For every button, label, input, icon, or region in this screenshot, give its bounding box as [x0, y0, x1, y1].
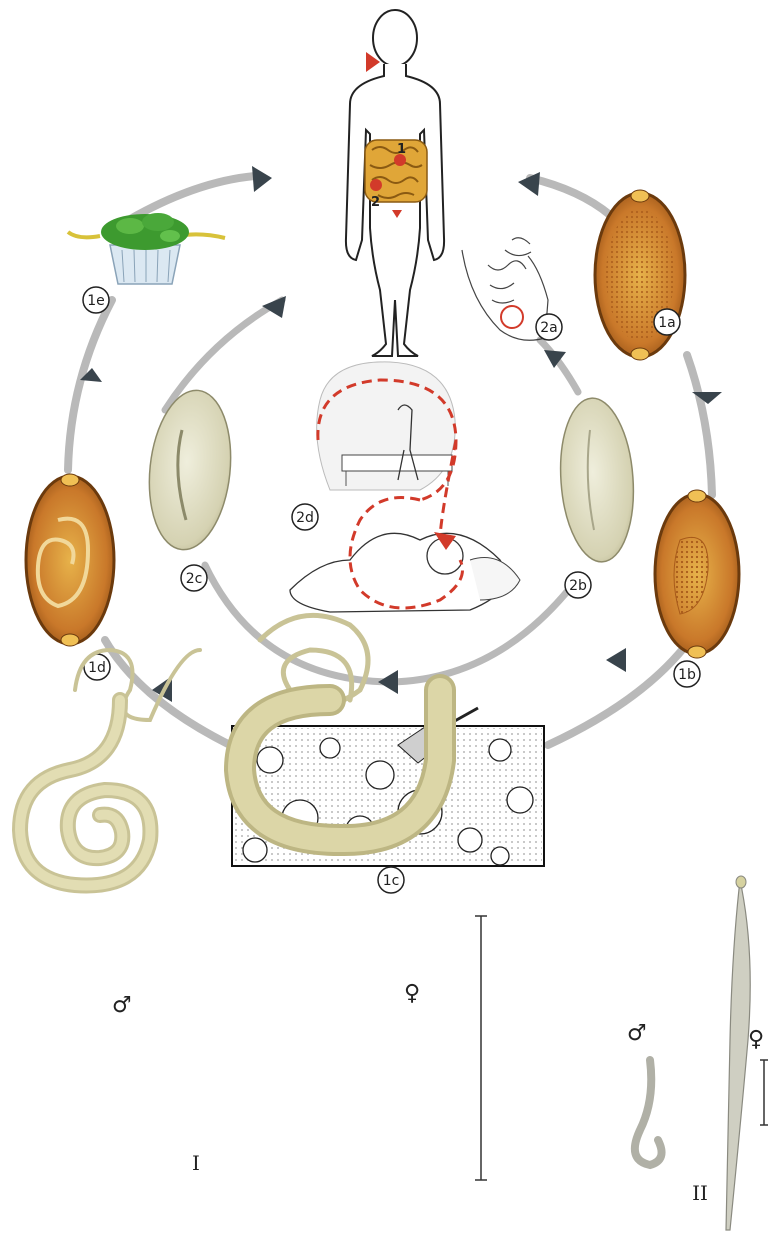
- head: [373, 10, 417, 66]
- arc-2a-to-2b: [540, 340, 578, 392]
- arc-1d-to-1e: [68, 300, 112, 470]
- stage-label-1c: 1c: [378, 867, 404, 893]
- species-I-male-worm: [20, 650, 200, 885]
- svg-text:1b: 1b: [678, 667, 696, 683]
- species-II-male-symbol: ♂: [627, 1021, 647, 1046]
- perianal-sketch: [462, 238, 548, 340]
- species-I-male-symbol: ♂: [112, 993, 132, 1018]
- svg-text:2b: 2b: [569, 578, 587, 594]
- egg-1b: [655, 490, 739, 658]
- species-II-female-worm: [726, 876, 750, 1230]
- arrowhead: [606, 648, 626, 672]
- arrowhead: [378, 670, 398, 694]
- svg-text:1c: 1c: [383, 873, 400, 889]
- arc-host-to-1a: [530, 178, 610, 215]
- species-II-male-worm: [635, 1060, 662, 1165]
- svg-text:1e: 1e: [87, 293, 105, 309]
- stage-label-2b: 2b: [565, 572, 591, 598]
- perianal-highlight: [501, 306, 523, 328]
- species-II-numeral: II: [692, 1181, 708, 1205]
- species-I-female-symbol: ♀: [404, 981, 420, 1006]
- svg-text:1a: 1a: [658, 315, 676, 331]
- stage-label-2a: 2a: [536, 314, 562, 340]
- stage-label-1e: 1e: [83, 287, 109, 313]
- egg-2b: [555, 396, 638, 565]
- marker-1-label: 1: [397, 142, 406, 157]
- egg-1d: [26, 474, 114, 646]
- stage-label-2d: 2d: [292, 504, 318, 530]
- egg-2c: [142, 386, 238, 553]
- site-marker-2: [370, 179, 382, 191]
- stage-label-1a: 1a: [654, 309, 680, 335]
- arrowhead: [252, 166, 272, 192]
- svg-text:2a: 2a: [540, 320, 558, 336]
- arrowhead: [262, 296, 286, 318]
- stage-label-1b: 1b: [674, 661, 700, 687]
- stage-label-2c: 2c: [181, 565, 207, 591]
- arc-1a-to-1b: [687, 355, 712, 495]
- marker-2-label: 2: [371, 195, 380, 210]
- svg-text:1d: 1d: [88, 660, 106, 676]
- salad-bowl: [68, 213, 225, 284]
- svg-text:2d: 2d: [296, 510, 314, 526]
- svg-text:2c: 2c: [186, 571, 203, 587]
- species-I-numeral: I: [192, 1151, 200, 1175]
- arc-2c-to-host: [165, 300, 282, 410]
- reinfection-scene: [290, 362, 520, 612]
- species-II-female-symbol: ♀: [748, 1027, 764, 1052]
